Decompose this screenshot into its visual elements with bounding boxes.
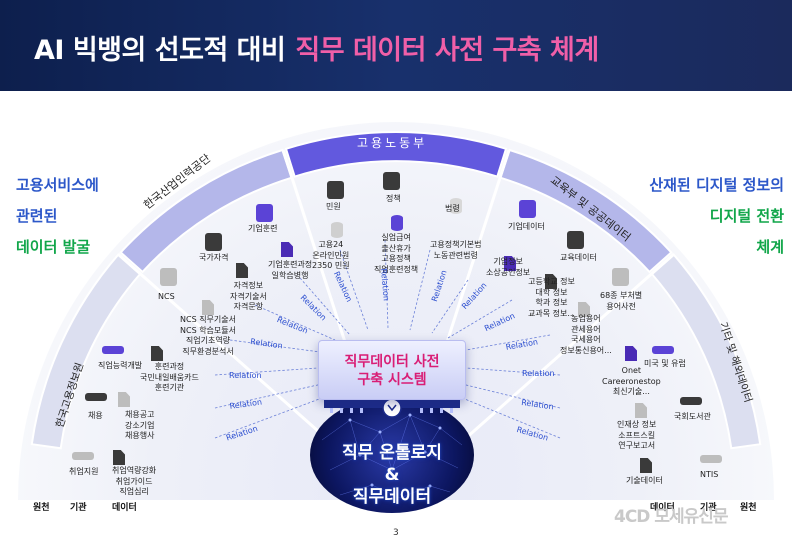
right-text-line3: 체계 [756,238,784,256]
database-icon [450,198,462,214]
document-icon [151,346,163,361]
right-text-line1a: 산재된 [649,176,691,194]
source-label: 직업능력개발 [98,361,143,370]
left-text-line1: 고용서비스에 [16,176,99,194]
document-icon [545,274,557,289]
source-label: 기업훈련과정 일학습병행 [268,260,313,280]
right-text-line1b: 디지털 정보의 [695,176,784,194]
watermark-logo: 4CD 모세유신문 [614,507,729,527]
right-side-text: 산재된 디지털 정보의 디지털 전환 체계 [634,170,784,263]
source-label: 취업역량강화 취업가이드 직업심리 [112,466,157,496]
source-label: 기업데이터 [508,222,545,231]
server-icon [652,346,674,354]
server-icon [102,346,124,354]
source-label: 민원 [326,202,341,211]
server-icon [519,200,536,218]
ontology-line3: 직무데이터 [352,487,432,507]
bottom-label: 기관 [70,503,87,513]
document-icon [640,458,652,473]
system-title-line1: 직무데이터 사전 [344,354,440,370]
source-label: 기업정보 소상공인정보 [486,257,531,277]
source-label: 교육데이터 [560,253,597,262]
source-label: 고용정책기본법 노동관련법령 [430,240,482,260]
server-icon [680,397,702,405]
relation-label: Relation [522,369,555,378]
server-icon [160,268,177,286]
server-icon [612,268,629,286]
source-label: 고등학교 정보 대학 정보 학과 정보 교과목 정보... [528,277,575,318]
ontology-text: 직무 온톨로지 & 직무데이터 [328,442,456,508]
system-box: 직무데이터 사전 구축 시스템 [318,340,466,400]
ontology-brain [310,397,474,513]
source-label: 법령 [445,204,460,213]
right-text-line2: 디지털 전환 [709,207,784,225]
document-icon [113,450,125,465]
document-icon [118,392,130,407]
title-accent: 직무 데이터 사전 구축 체계 [295,35,599,66]
ontology-line1: 직무 온톨로지 [342,443,442,463]
source-label: NCS [158,292,175,301]
document-icon [578,302,590,317]
left-side-text: 고용서비스에 관련된 데이터 발굴 [16,170,99,263]
header-banner: AI 빅뱅의 선도적 대비 직무 데이터 사전 구축 체계 [0,0,792,91]
server-icon [327,181,344,199]
source-label: Onet Careeronestop 최신기술... [602,366,661,396]
left-text-line2: 관련된 [16,207,58,225]
radial-diagram [18,122,774,513]
source-label: 채용공고 강소기업 채용행사 [125,410,155,440]
source-label: 국회도서관 [674,412,711,421]
server-icon [256,204,273,222]
source-label: 자격정보 자격기술서 자격문항 [230,281,267,311]
bottom-label: 데이터 [112,503,137,513]
bottom-label: 원천 [740,503,757,513]
database-icon [331,222,343,238]
source-label: 실업급여 출산휴가 고용정책 직업훈련정책 [374,233,419,274]
database-icon [391,215,403,231]
ontology-line2: & [384,465,400,485]
bottom-label: 기관 [700,503,717,513]
server-icon [205,233,222,251]
source-label: 취업지원 [69,467,99,476]
page-number: 3 [393,528,399,538]
source-label: 채용 [88,411,103,420]
source-label: NCS 직무기술서 NCS 학습모듈서 직업기초역량 직무환경분석서 [180,315,236,356]
document-icon [202,300,214,315]
source-label: 농업용어 관세용어 국세용어 정보통신용어... [560,314,612,355]
page-title: AI 빅뱅의 선도적 대비 직무 데이터 사전 구축 체계 [34,28,599,67]
document-icon [625,346,637,361]
server-icon [72,452,94,460]
server-icon [567,231,584,249]
document-icon [504,256,516,271]
band-label-top: 고용노동부 [357,136,428,150]
server-icon [383,172,400,190]
system-title-line2: 구축 시스템 [357,372,427,388]
document-icon [635,403,647,418]
relation-arrows [214,239,561,439]
source-label: 기업훈련 [248,224,278,233]
bottom-label: 데이터 [650,503,675,513]
source-label: 기술데이터 [626,476,663,485]
title-main: AI 빅뱅의 선도적 대비 [34,35,286,66]
source-label: 미국 및 유럽 [644,359,686,368]
source-label: 고용24 온라인민원 2350 민원 [312,240,350,270]
source-label: 정책 [386,194,401,203]
relation-label: Relation [229,371,262,380]
server-icon [85,393,107,401]
document-icon [281,242,293,257]
bottom-label: 원천 [33,503,50,513]
left-text-line3: 데이터 발굴 [16,238,91,256]
server-icon [700,455,722,463]
source-label: 훈련과정 국민내일배움카드 훈련기관 [140,362,199,392]
source-label: 인재상 정보 소프트스킬 연구보고서 [617,420,657,450]
source-label: 68종 부처별 용어사전 [600,291,643,311]
source-label: 국가자격 [199,253,229,262]
document-icon [236,263,248,278]
source-label: NTIS [700,470,719,479]
